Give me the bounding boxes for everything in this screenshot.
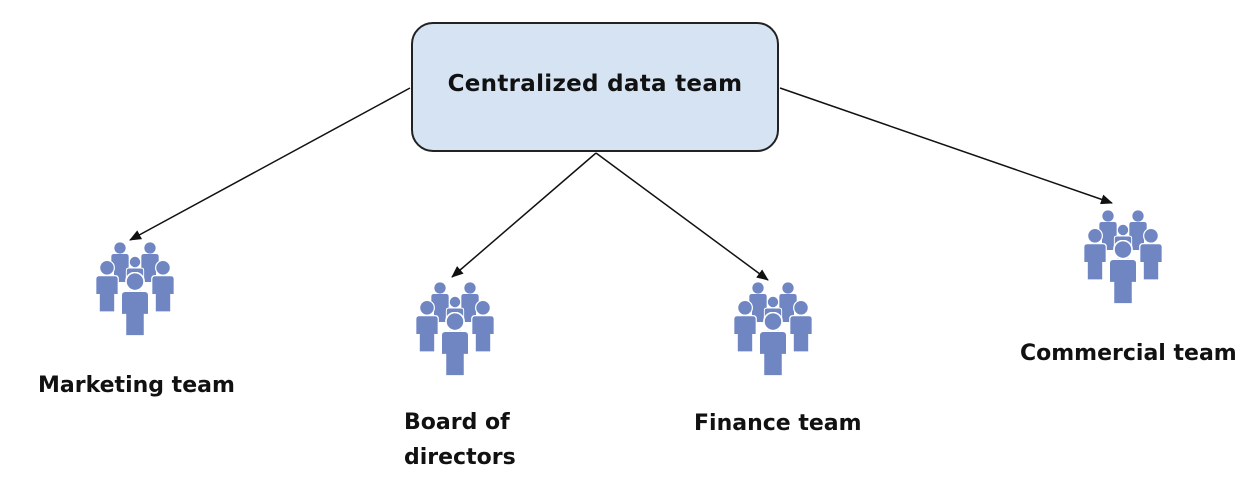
commercial-team-label: Commercial team [1020, 336, 1237, 371]
board-of-directors-label: Board of directors [404, 405, 516, 475]
centralized-data-team-box: Centralized data team [411, 22, 779, 152]
board-of-directors-icon [416, 282, 495, 376]
commercial-team-text: Commercial team [1020, 341, 1237, 366]
finance-team-label: Finance team [694, 406, 862, 441]
marketing-team-label: Marketing team [38, 368, 235, 403]
marketing-team-icon [96, 242, 175, 336]
arrow-to-finance [595, 152, 769, 281]
board-label-line-2: directors [404, 445, 516, 470]
finance-team-icon [734, 282, 813, 376]
arrow-to-marketing [129, 87, 411, 241]
centralized-data-team-label: Centralized data team [447, 71, 743, 97]
arrow-to-board [451, 152, 597, 278]
marketing-team-text: Marketing team [38, 373, 235, 398]
arrow-to-commercial [779, 87, 1113, 205]
finance-team-text: Finance team [694, 411, 862, 436]
commercial-team-icon [1084, 210, 1163, 304]
board-label-line-1: Board of [404, 410, 510, 435]
